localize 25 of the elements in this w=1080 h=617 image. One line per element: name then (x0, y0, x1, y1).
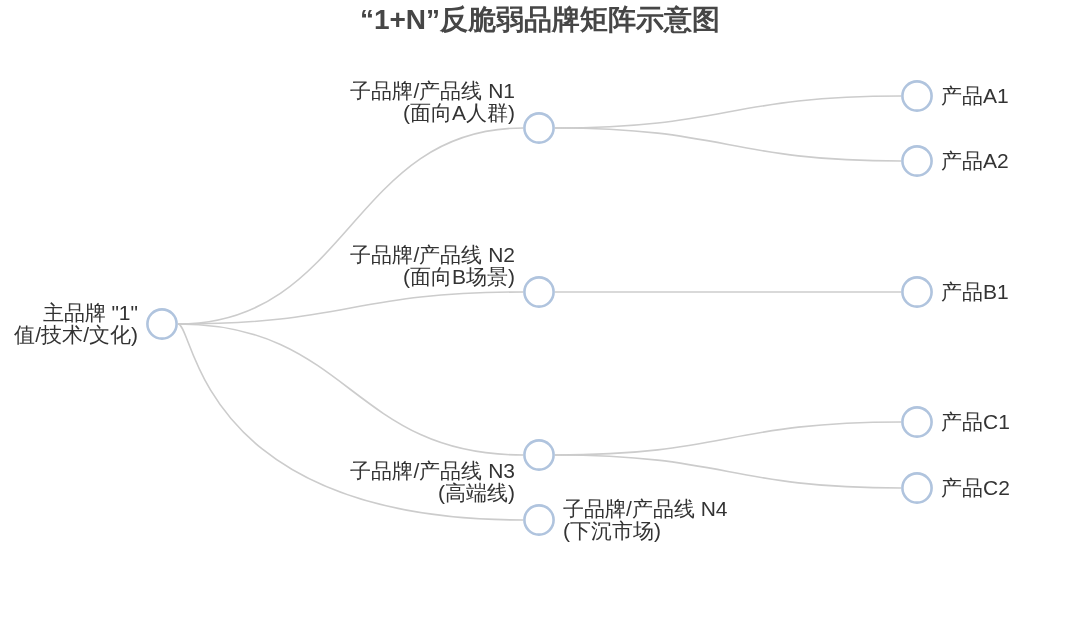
connector-line (554, 291, 902, 293)
connector-line (554, 454, 902, 489)
circle-node (901, 145, 933, 177)
circle-node (901, 406, 933, 438)
circle-node (523, 504, 555, 536)
node-label: 子品牌/产品线 N3 (高端线) (350, 460, 515, 504)
title: “1+N”反脆弱品牌矩阵示意图 (359, 3, 721, 37)
node-label: 主品牌 "1" 值/技术/文化) (14, 302, 138, 346)
connector-line (554, 127, 902, 162)
node-label: 产品A1 (941, 85, 1009, 107)
node-label: 产品B1 (941, 281, 1009, 303)
circle-node (523, 112, 555, 144)
connector-line (177, 323, 524, 521)
node-label: 子品牌/产品线 N1 (面向A人群) (350, 80, 515, 124)
circle-node (901, 80, 933, 112)
node-label: 产品A2 (941, 150, 1009, 172)
node-label: 子品牌/产品线 N4 (下沉市场) (563, 498, 728, 542)
node-label: 产品C2 (941, 477, 1010, 499)
circle-node (901, 472, 933, 504)
node-label: 产品C1 (941, 411, 1010, 433)
circle-node (146, 308, 178, 340)
circle-node (523, 276, 555, 308)
circle-node (901, 276, 933, 308)
node-label: 子品牌/产品线 N2 (面向B场景) (350, 244, 515, 288)
circle-node (523, 439, 555, 471)
